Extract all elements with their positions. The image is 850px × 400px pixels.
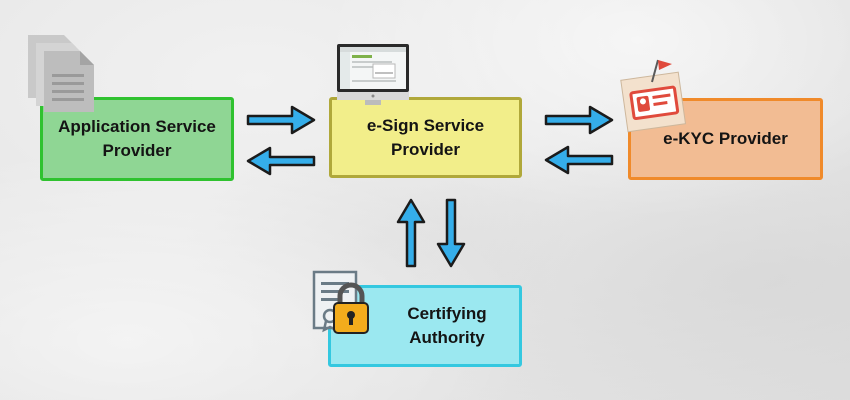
id-card-icon [620,59,687,133]
arrow-ekyc-to-esp [544,145,614,175]
ekyc-label: e-KYC Provider [663,129,788,148]
document-stack-icon [28,35,94,112]
ca-label-line1: Certifying [407,304,487,323]
arrow-esp-to-asp [246,146,316,176]
esp-label-line2: Provider [391,139,460,159]
esign-service-provider-box: e-Sign Service Provider [329,97,522,178]
arrow-ca-to-esp [396,198,426,268]
ca-label-line2: Authority [409,328,485,347]
arrow-esp-to-ekyc [544,105,614,135]
arrow-asp-to-esp [246,105,316,135]
ekyc-provider-box: e-KYC Provider [628,98,823,180]
desktop-monitor-icon [337,44,409,105]
asp-label-line2: Provider [102,141,172,160]
esp-label-line1: e-Sign Service [366,115,485,135]
asp-label-line1: Application Service [58,117,216,136]
arrow-esp-to-ca [436,198,466,268]
certificate-lock-icon [312,270,369,334]
